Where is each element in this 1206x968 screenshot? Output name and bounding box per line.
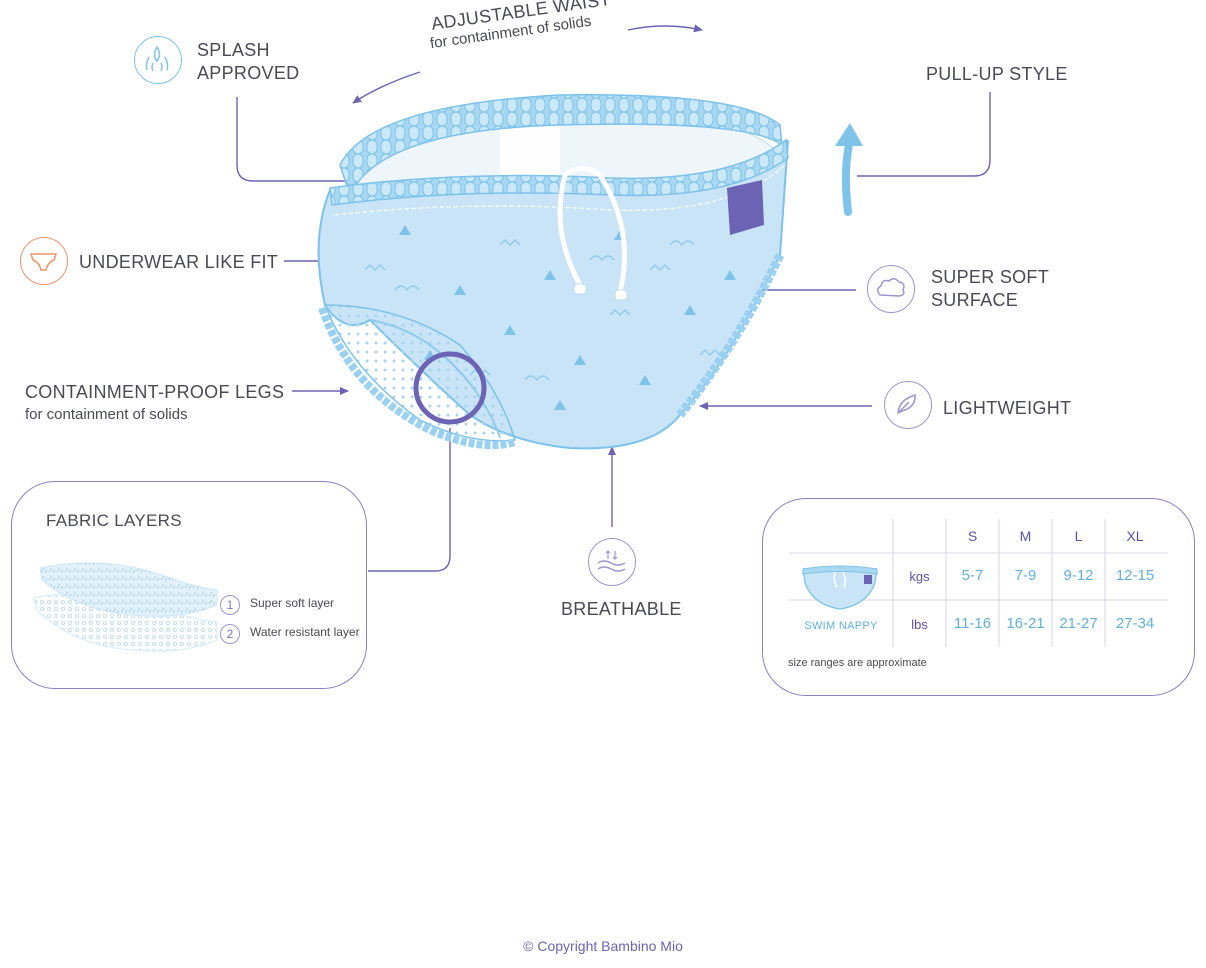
kgs-l: 9-12 [1063, 567, 1094, 584]
swim-nappy-illustration [317, 94, 789, 450]
fabric-layers-graphic [33, 562, 218, 652]
layer-1-label: Super soft layer [250, 596, 335, 610]
fabric-layers-panel: FABRIC LAYERS 1 Super soft layer 2 Water… [11, 481, 367, 689]
layer-2-label: Water resistant layer [250, 625, 360, 639]
breath-label: BREATHABLE [561, 599, 682, 619]
fabric-title: FABRIC LAYERS [46, 511, 182, 530]
copyright: © Copyright Bambino Mio [523, 938, 683, 954]
size-header-xl: XL [1126, 528, 1144, 544]
size-header-s: S [967, 528, 978, 544]
soft-label-line1: SUPER SOFT [931, 267, 1050, 287]
splash-connector [236, 97, 379, 185]
lbs-l: 21-27 [1059, 615, 1098, 632]
unit-lbs: lbs [911, 617, 928, 632]
swim-nappy-thumbnail [802, 565, 878, 610]
product-name: SWIM NAPPY [804, 620, 878, 632]
pullup-arrow [841, 136, 854, 216]
cloud-icon [867, 265, 915, 313]
soft-label-line2: SURFACE [931, 290, 1019, 310]
pullup-arrow-head [835, 123, 863, 146]
lbs-xl: 27-34 [1115, 615, 1155, 632]
waist-arrow-right [627, 24, 703, 33]
lbs-m: 16-21 [1006, 615, 1045, 632]
layer-2-badge: 2 [220, 624, 240, 644]
size-header-l: L [1074, 528, 1083, 544]
size-chart-panel: SWIM NAPPY S M L XL kgs 5-7 7-9 9-12 12-… [762, 498, 1195, 696]
splash-label-line2: APPROVED [197, 63, 300, 83]
fit-label: UNDERWEAR LIKE FIT [79, 252, 279, 272]
lbs-s: 11-16 [953, 615, 992, 632]
pullup-connector [857, 92, 991, 177]
feather-icon [884, 381, 932, 429]
kgs-m: 7-9 [1014, 567, 1037, 584]
legs-sublabel: for containment of solids [25, 406, 188, 423]
legs-label: CONTAINMENT-PROOF LEGS [25, 382, 285, 402]
splash-icon [134, 36, 182, 84]
layer-1-badge: 1 [220, 595, 240, 615]
size-note: size ranges are approximate [788, 657, 927, 669]
kgs-s: 5-7 [961, 567, 984, 584]
airflow-icon [588, 538, 636, 586]
size-header-m: M [1019, 528, 1032, 544]
unit-kgs: kgs [909, 569, 930, 584]
splash-label-line1: SPLASH [197, 40, 270, 60]
fabric-connector [368, 428, 451, 572]
waist-arrow-left [352, 71, 421, 104]
light-label: LIGHTWEIGHT [943, 398, 1072, 418]
underwear-icon [20, 237, 68, 285]
kgs-xl: 12-15 [1115, 567, 1155, 584]
size-chart-grid [789, 519, 1168, 647]
pullup-label: PULL-UP STYLE [926, 64, 1068, 84]
